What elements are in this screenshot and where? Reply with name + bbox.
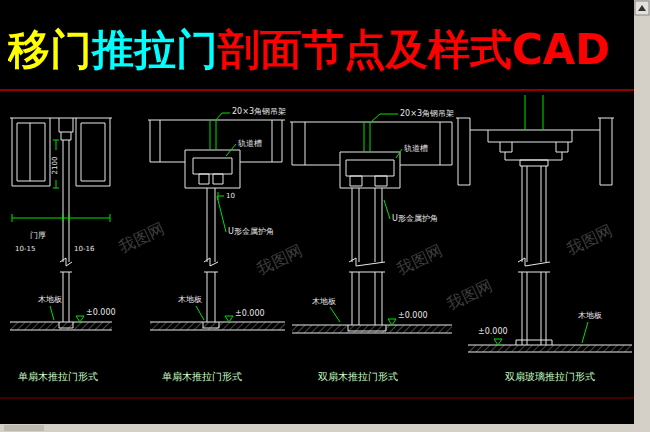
leader-lines [494,95,588,345]
dimension-text: 10-15 [15,246,35,253]
watermark: 我图网 [117,221,167,256]
single-door-section [148,120,285,330]
single-door-section [10,118,112,330]
level-mark: ±0.000 [86,309,116,317]
part-label: 20×3角钢吊架 [232,108,286,116]
page-title: 移门推拉门剖面节点及样式CAD [8,26,610,74]
material-label: 木地板 [578,312,602,320]
drawing-caption: 单扇木推拉门形式 [162,372,242,382]
watermark: 我图网 [565,223,615,258]
scroll-arrow [638,5,646,11]
double-door-section [290,122,452,333]
leader-lines [330,114,402,325]
floor-hatch [10,322,112,330]
part-label: 轨道槽 [238,140,262,148]
part-label: 轨道槽 [404,145,428,153]
status-bar [0,424,634,432]
floor-hatch [468,345,632,352]
part-label: 20×3角钢吊架 [400,110,454,118]
leader-lines [196,113,236,322]
level-mark: ±0.000 [235,310,265,318]
part-label: U形金属护角 [228,228,274,236]
watermark: 我图网 [255,243,305,278]
scroll-button [635,1,649,15]
dimension-text: 10 [226,193,235,200]
material-label: 木地板 [312,298,336,306]
dimension-text: 2100 [52,156,59,174]
level-mark: ±0.000 [398,312,428,320]
material-label: 木地板 [38,296,62,304]
floor-hatch [150,322,285,330]
level-mark: ±0.000 [478,328,508,336]
drawing-caption: 单扇木推拉门形式 [18,372,98,382]
watermark: 我图网 [445,278,495,313]
material-label: 木地板 [178,296,202,304]
glass-door-section [456,118,632,352]
watermark: 我图网 [395,243,445,278]
floor-hatch [292,325,452,333]
dimension-lines [12,140,110,322]
drawing-caption: 双扇木推拉门形式 [318,372,398,382]
scrollbar [634,0,650,432]
part-label: U形金属护角 [392,215,438,223]
drawing-caption: 双扇玻璃推拉门形式 [505,372,595,382]
dimension-text: 门厚 [30,232,46,240]
dimension-text: 10-16 [74,246,94,253]
sheet-tab [4,425,44,431]
title-rule [0,89,634,91]
frame-rule [0,398,634,399]
